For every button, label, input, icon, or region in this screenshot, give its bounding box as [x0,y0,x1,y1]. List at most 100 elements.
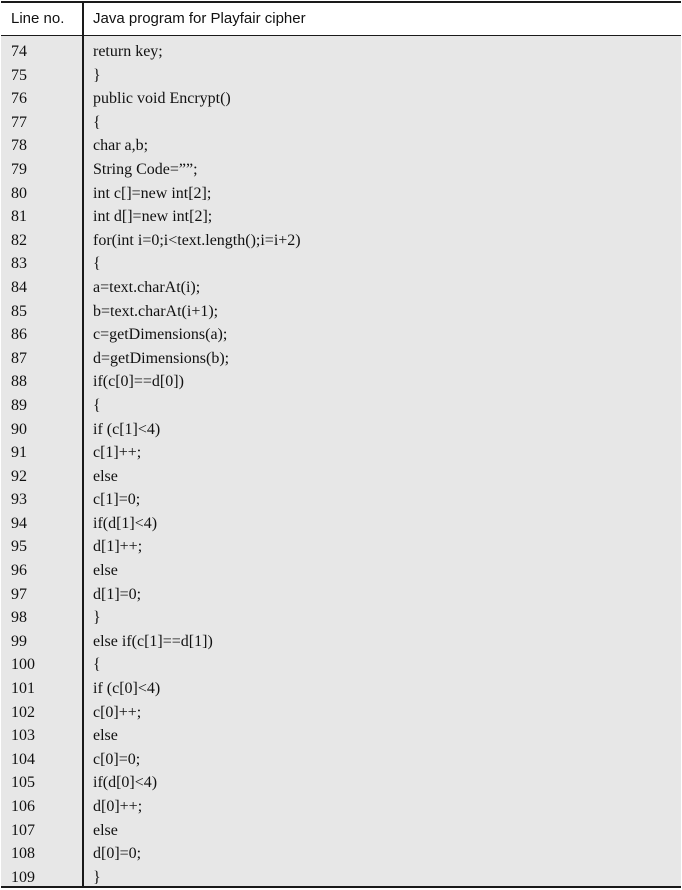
code-line: c[1]++; [93,444,142,462]
code-line: } [93,868,101,886]
line-number: 91 [11,444,27,462]
line-number: 83 [11,255,27,273]
table-row: 105 if(d[0]<4) [1,771,681,795]
code-line: else if(c[1]==d[1]) [93,632,213,650]
table-row: 108 d[0]=0; [1,842,681,866]
code-line: { [93,113,101,131]
line-number: 106 [11,798,35,815]
code-line: else [93,467,118,485]
code-line: d[1]=0; [93,585,142,603]
line-number: 75 [11,66,27,84]
table-row: 91 c[1]++; [1,441,681,465]
line-number: 95 [11,538,27,556]
table-row: 106 d[0]++; [1,795,681,819]
line-number: 82 [11,231,27,249]
code-line: { [93,656,101,674]
header-line-no: Line no. [11,10,65,27]
line-number: 92 [11,467,27,485]
table-row: 96 else [1,559,681,583]
line-number: 102 [11,703,35,721]
table-row: 97 d[1]=0; [1,583,681,607]
table-row: 98} [1,606,681,630]
line-number: 109 [11,868,35,886]
table-row: 93 c[1]=0; [1,488,681,512]
line-number: 79 [11,160,27,178]
code-line: } [93,66,101,84]
table-row: 88 if(c[0]==d[0]) [1,370,681,394]
header-program: Java program for Playfair cipher [93,10,306,27]
code-line: c[0]++; [93,703,142,721]
line-number: 90 [11,420,27,438]
line-number: 81 [11,208,27,226]
line-number: 104 [11,750,35,768]
code-line: if (c[1]<4) [93,420,161,438]
code-line: int c[]=new int[2]; [93,184,212,202]
table-row: 100 { [1,653,681,677]
table-row: 101 if (c[0]<4) [1,677,681,701]
line-number: 100 [11,656,35,674]
table-row: 92 else [1,465,681,489]
line-number: 97 [11,585,27,603]
line-number: 94 [11,514,27,532]
table-row: 84 a=text.charAt(i); [1,276,681,300]
table-row: 104 c[0]=0; [1,748,681,772]
code-line: a=text.charAt(i); [93,278,201,296]
code-line: else [93,821,118,839]
table-row: 103 else [1,724,681,748]
code-line: public void Encrypt() [93,90,231,108]
line-number: 96 [11,562,27,580]
code-line: return key; [93,43,163,60]
line-number: 103 [11,727,35,745]
table-row: 82 for(int i=0;i<text.length();i=i+2) [1,229,681,253]
line-number: 89 [11,396,27,414]
line-number: 77 [11,113,27,131]
code-line: if (c[0]<4) [93,680,161,698]
line-number: 105 [11,774,35,792]
line-number: 93 [11,491,27,509]
table-row: 83 { [1,252,681,276]
table-row: 81 int d[]=new int[2]; [1,205,681,229]
line-number: 101 [11,680,35,698]
code-line: if(d[0]<4) [93,774,158,792]
code-line: d[0]++; [93,798,143,815]
code-line: else [93,727,118,745]
code-line: d[0]=0; [93,845,142,863]
table-row: 75} [1,64,681,88]
code-line: else [93,562,118,580]
line-number: 107 [11,821,35,839]
line-number: 84 [11,278,27,296]
code-line: d=getDimensions(b); [93,349,230,367]
code-line: b=text.charAt(i+1); [93,302,219,320]
line-number: 88 [11,373,27,391]
line-number: 98 [11,609,27,627]
table-row: 95 d[1]++; [1,535,681,559]
table-row: 99 else if(c[1]==d[1]) [1,630,681,654]
table-row: 102 c[0]++; [1,701,681,725]
code-line: } [93,609,101,627]
table-row: 107 else [1,819,681,843]
table-row: 89 { [1,394,681,418]
code-line: for(int i=0;i<text.length();i=i+2) [93,231,301,249]
code-line: int d[]=new int[2]; [93,208,213,226]
table-row: 74 return key; [1,40,681,64]
table-row: 80 int c[]=new int[2]; [1,182,681,206]
code-line: if(c[0]==d[0]) [93,373,184,391]
code-line: c[1]=0; [93,491,141,509]
line-number: 108 [11,845,35,863]
code-line: { [93,396,101,414]
code-line: c[0]=0; [93,750,141,768]
code-line: { [93,255,101,273]
line-number: 80 [11,184,27,202]
line-number: 74 [11,43,27,60]
code-line: d[1]++; [93,538,143,556]
table-row: 77 { [1,111,681,135]
line-number: 99 [11,632,27,650]
